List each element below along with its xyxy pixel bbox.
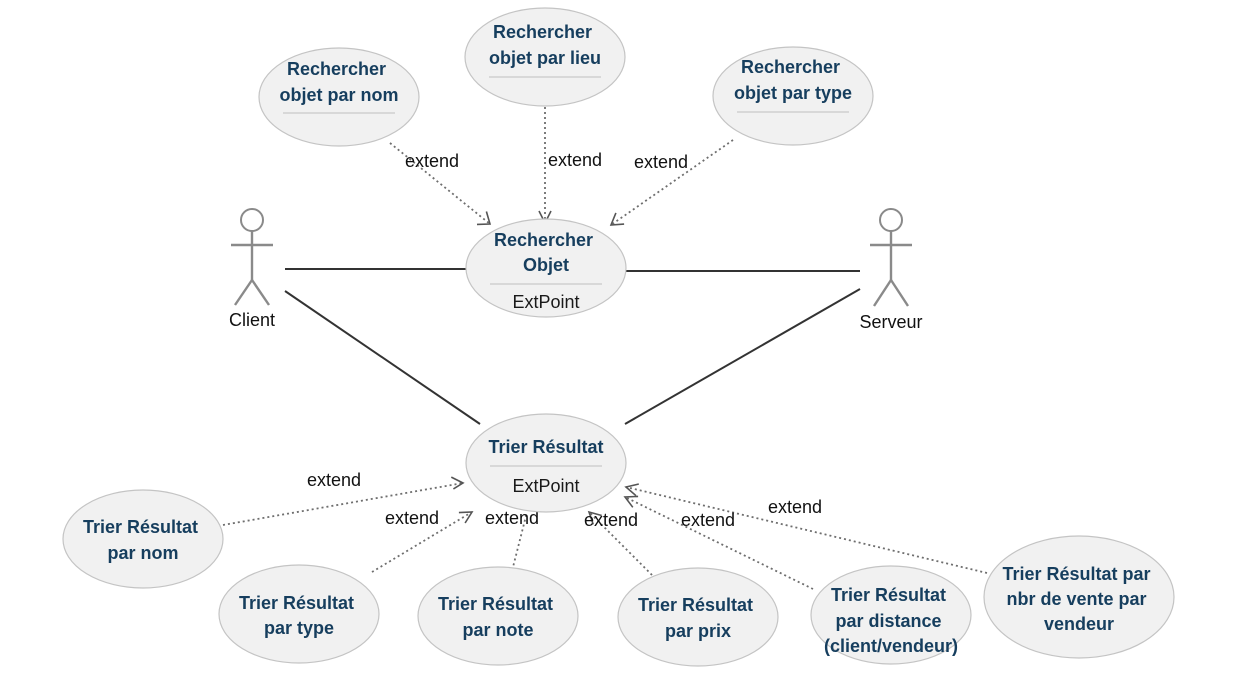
extend-label: extend: [768, 497, 822, 517]
extension-point-label: ExtPoint: [512, 476, 579, 496]
use-case-title: Trier Résultat: [488, 437, 603, 457]
extension-point-label: ExtPoint: [512, 292, 579, 312]
use-case-title: Rechercher objet par type: [734, 57, 852, 103]
use-case-title: Trier Résultat par nom: [83, 517, 203, 563]
use-case-title: Trier Résultat par nbr de vente par vend…: [1002, 564, 1155, 634]
use-case-title: Rechercher objet par lieu: [489, 22, 601, 68]
extend-trier-prix-to-trier: [587, 510, 653, 576]
use-case-rechercher-par-nom: Rechercher objet par nom: [258, 47, 420, 147]
actor-head-icon: [879, 208, 903, 232]
use-case-trier-par-type: Trier Résultat par type: [218, 564, 380, 664]
use-case-rechercher-par-lieu: Rechercher objet par lieu: [464, 7, 626, 107]
actor-serveur: Serveur: [859, 208, 923, 332]
use-case-title: Trier Résultat par prix: [638, 595, 758, 641]
association-client-trier: [284, 290, 481, 425]
extend-trier-distance-to-trier: [623, 495, 814, 590]
extend-label: extend: [405, 151, 459, 171]
use-case-trier-par-vente: Trier Résultat par nbr de vente par vend…: [983, 535, 1175, 659]
use-case-rechercher-objet: Rechercher Objet ExtPoint: [465, 218, 627, 318]
use-case-trier-par-prix: Trier Résultat par prix: [617, 567, 779, 667]
extend-trier-note-to-trier: [510, 511, 528, 576]
extend-label: extend: [307, 470, 361, 490]
use-case-trier-resultat: Trier Résultat ExtPoint: [465, 413, 627, 513]
extend-label: extend: [681, 510, 735, 530]
use-case-rechercher-par-type: Rechercher objet par type: [712, 46, 874, 146]
extend-trier-nom-to-trier: [222, 476, 465, 526]
extend-trier-vente-to-trier: [624, 483, 988, 574]
actor-client: Client: [229, 208, 275, 330]
actor-head-icon: [240, 208, 264, 232]
use-case-title: Rechercher objet par nom: [279, 59, 398, 105]
extend-trier-type-to-trier: [371, 511, 474, 573]
extend-label: extend: [584, 510, 638, 530]
use-case-title: Rechercher Objet: [494, 230, 598, 275]
extend-label: extend: [548, 150, 602, 170]
actor-serveur-label: Serveur: [859, 312, 922, 332]
use-case-trier-par-distance: Trier Résultat par distance (client/vend…: [810, 565, 972, 665]
use-case-title: Trier Résultat par note: [438, 594, 558, 640]
association-serveur-trier: [624, 288, 861, 425]
extend-par-type-to-rechercher: [609, 139, 734, 226]
actor-client-label: Client: [229, 310, 275, 330]
use-case-trier-par-note: Trier Résultat par note: [417, 566, 579, 666]
use-case-title: Trier Résultat par type: [239, 593, 359, 638]
extend-label: extend: [385, 508, 439, 528]
extend-label: extend: [634, 152, 688, 172]
extend-par-nom-to-rechercher: [389, 142, 492, 226]
use-case-title: Trier Résultat par distance (client/vend…: [824, 585, 958, 656]
extend-label: extend: [485, 508, 539, 528]
use-case-trier-par-nom: Trier Résultat par nom: [62, 489, 224, 589]
